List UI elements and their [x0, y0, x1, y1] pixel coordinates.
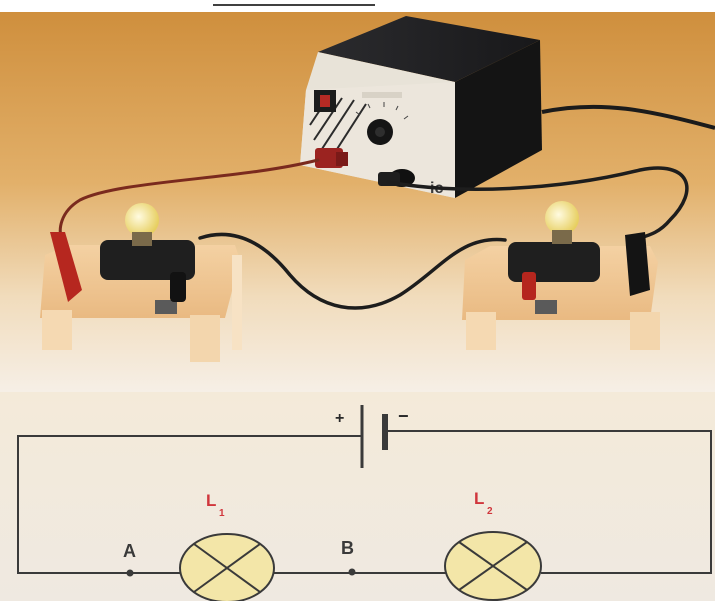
lamp-holder-left: [40, 203, 242, 362]
battery-positive-label: +: [335, 410, 345, 427]
node-A-label: A: [123, 541, 136, 561]
photo-wires: [58, 158, 689, 310]
circuit-diagram: [17, 405, 712, 574]
node-A: [126, 569, 134, 577]
diagram-background: [0, 392, 715, 601]
battery-negative-label: −: [398, 406, 409, 426]
lamp-L2-index: 2: [487, 506, 493, 517]
node-B-label: B: [341, 538, 354, 558]
bulb-right: [545, 201, 579, 235]
lamp-L1-label: L: [206, 491, 217, 510]
lamp-L2-label: L: [474, 489, 485, 508]
node-B: [348, 568, 356, 576]
power-supply: ic: [300, 16, 542, 198]
black-clip-right: [625, 232, 650, 296]
lamp-L1-index: 1: [219, 508, 225, 519]
lamp-symbol-L1: [179, 533, 275, 601]
lamp-symbol-L2: [444, 531, 542, 601]
bulb-left: [125, 203, 159, 237]
lamp-holder-right: [462, 201, 660, 350]
power-cord: [541, 104, 715, 130]
red-clip-left: [50, 232, 82, 302]
